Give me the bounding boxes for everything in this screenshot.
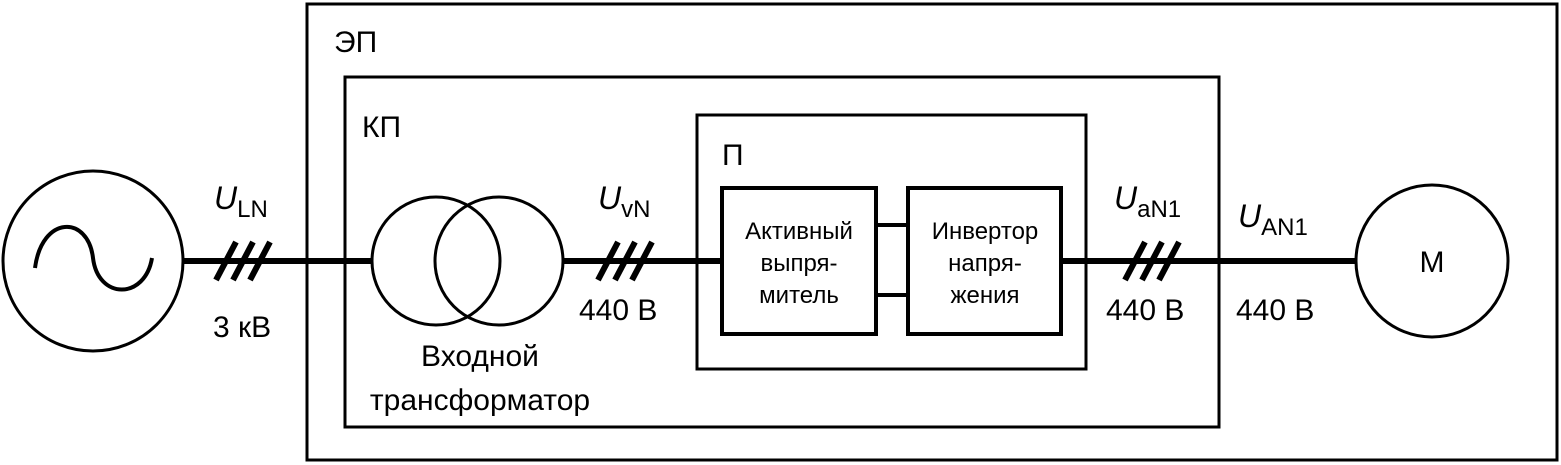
motor-input-voltage-label: UAN1 [1238, 198, 1308, 241]
converter-input-voltage-value: 440 В [579, 294, 657, 327]
transformer-secondary-winding [433, 195, 565, 327]
source-voltage-label: ULN [214, 180, 268, 223]
rectifier-label-line2: выпря- [760, 250, 837, 277]
sine-wave-icon [33, 225, 154, 292]
converter-output-voltage-label: UaN1 [1114, 180, 1181, 223]
motor-circle [1354, 183, 1510, 339]
inverter-label-line3: жения [950, 282, 1019, 309]
converter-output-voltage-value: 440 В [1106, 294, 1184, 327]
inverter-label-line2: напря- [948, 250, 1022, 277]
three-phase-marks-converter-output [1122, 240, 1182, 282]
rectifier-label-line1: Активный [745, 218, 853, 245]
motor-label: M [1420, 246, 1445, 279]
three-phase-marks-converter-input [595, 240, 655, 282]
transformer-label-line1: Входной [421, 340, 539, 373]
voltage-inverter-block [906, 186, 1063, 336]
active-rectifier-block [720, 186, 878, 336]
inverter-label-line1: Инвертор [932, 218, 1039, 245]
rectifier-label-line3: митель [759, 282, 839, 309]
source-voltage-value: 3 кВ [213, 311, 271, 344]
transformer-primary-winding [370, 195, 502, 327]
three-phase-marks-source [213, 240, 273, 282]
inner-box-label: П [722, 139, 744, 172]
middle-box-kp [343, 75, 1221, 429]
transformer-label-line2: трансформатор [370, 384, 590, 417]
outer-box-label: ЭП [334, 26, 377, 59]
middle-box-label: КП [362, 111, 401, 144]
outer-box-ep [305, 2, 1559, 462]
inner-box-p [695, 113, 1088, 371]
motor-input-voltage-value: 440 В [1236, 294, 1314, 327]
converter-input-voltage-label: UvN [598, 180, 650, 223]
